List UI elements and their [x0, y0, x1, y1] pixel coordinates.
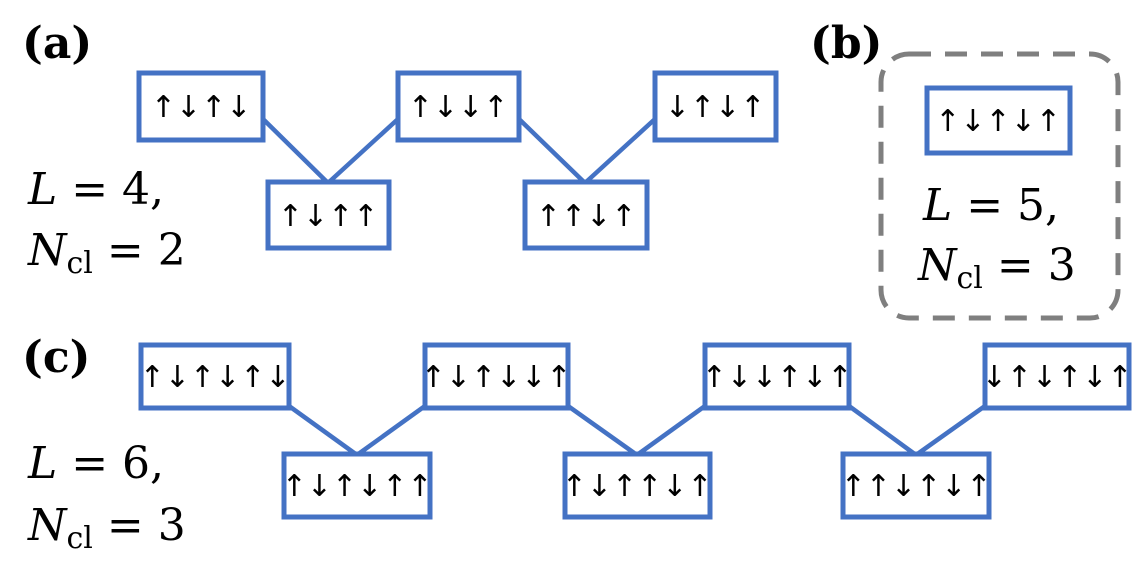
eq-N: = 3 — [983, 240, 1076, 291]
sub-cl: cl — [957, 261, 983, 296]
state-label: ↑↓↑↑ — [278, 199, 379, 234]
state-node: ↑↓↓↑ — [395, 70, 522, 143]
var-L: L — [27, 164, 57, 215]
panel-c-states: ↑↓↑↓↑↓ ↑↓↑↓↑↑ ↑↓↑↓↓↑ ↑↓↑↑↓↑ ↑↓↓↑↓↑ ↑↑↓↑↓… — [138, 342, 1133, 520]
eq-N: = 3 — [93, 500, 186, 551]
state-box — [136, 70, 266, 143]
state-box — [702, 342, 852, 411]
state-box — [840, 451, 992, 520]
panel-c-edges — [287, 404, 987, 457]
var-N: N — [27, 500, 68, 551]
state-node: ↑↓↑↓↑↑ — [281, 451, 433, 520]
edge — [914, 404, 987, 457]
state-box — [562, 451, 713, 520]
edge — [326, 117, 400, 185]
state-box — [982, 342, 1132, 411]
panel-b-states: ↑↓↑↓↑ — [924, 85, 1073, 156]
state-node: ↓↑↓↑↓↑ — [982, 342, 1133, 411]
eq-L: = 6, — [57, 438, 164, 489]
eq-L: = 5, — [952, 180, 1059, 231]
panel-b-frame — [878, 51, 1121, 321]
state-label: ↓↑↓↑ — [665, 90, 766, 125]
panel-b-param-L: L = 5, — [922, 180, 1059, 231]
state-node: ↑↓↑↓↓↑ — [421, 342, 572, 411]
state-node: ↑↓↑↓ — [136, 70, 266, 143]
state-label: ↑↓↑↓↓↑ — [421, 360, 572, 395]
state-box — [395, 70, 522, 143]
state-node: ↑↓↓↑↓↑ — [702, 342, 853, 411]
panel-a-param-L: L = 4, — [27, 164, 164, 215]
state-node: ↑↓↑↓↑↓ — [138, 342, 292, 411]
state-box — [281, 451, 433, 520]
state-box — [138, 342, 292, 411]
edge — [517, 117, 587, 185]
state-node: ↑↓↑↑↓↑ — [562, 451, 713, 520]
panel-c-param-L: L = 6, — [27, 438, 164, 489]
panel-a-param-N: Ncl = 2 — [27, 225, 186, 281]
edge — [847, 404, 918, 457]
var-L: L — [922, 180, 952, 231]
state-label: ↑↑↓↑↓↑ — [841, 469, 992, 504]
edge — [635, 404, 707, 457]
edge — [261, 117, 330, 185]
eq-N: = 2 — [93, 225, 186, 276]
state-label: ↑↓↓↑ — [408, 90, 509, 125]
state-label: ↓↑↓↑↓↑ — [982, 360, 1133, 395]
state-box — [422, 342, 571, 411]
edge — [583, 117, 657, 185]
edge — [287, 404, 359, 457]
edge — [566, 404, 639, 457]
panel-label-a: (a) — [22, 18, 92, 69]
panel-label-b: (b) — [810, 18, 882, 69]
panel-label-c: (c) — [22, 332, 90, 383]
panel-a-edges — [261, 117, 657, 185]
state-label: ↑↓↓↑↓↑ — [702, 360, 853, 395]
state-box — [522, 179, 650, 251]
edge — [355, 404, 427, 457]
sub-cl: cl — [67, 246, 93, 281]
state-label: ↑↓↑↓↑↑ — [282, 469, 433, 504]
var-L: L — [27, 438, 57, 489]
state-node: ↑↓↑↑ — [265, 179, 392, 251]
state-label: ↑↓↑↓ — [151, 90, 252, 125]
state-node: ↑↓↑↓↑ — [924, 85, 1073, 156]
sub-cl: cl — [67, 521, 93, 556]
state-label: ↑↓↑↓↑ — [935, 104, 1061, 139]
state-box — [924, 85, 1073, 156]
state-label: ↑↓↑↓↑↓ — [140, 360, 291, 395]
state-node: ↑↑↓↑ — [522, 179, 650, 251]
panel-a-states: ↑↓↑↓ ↑↓↑↑ ↑↓↓↑ ↑↑↓↑ ↓↑↓↑ — [136, 70, 779, 251]
var-N: N — [27, 225, 68, 276]
state-label: ↑↓↑↑↓↑ — [562, 469, 713, 504]
panel-b-param-N: Ncl = 3 — [917, 240, 1076, 296]
state-label: ↑↑↓↑ — [536, 199, 637, 234]
state-box — [652, 70, 779, 143]
state-node: ↓↑↓↑ — [652, 70, 779, 143]
var-N: N — [917, 240, 958, 291]
eq-L: = 4, — [57, 164, 164, 215]
state-node: ↑↑↓↑↓↑ — [840, 451, 992, 520]
panel-c-param-N: Ncl = 3 — [27, 500, 186, 556]
state-box — [265, 179, 392, 251]
